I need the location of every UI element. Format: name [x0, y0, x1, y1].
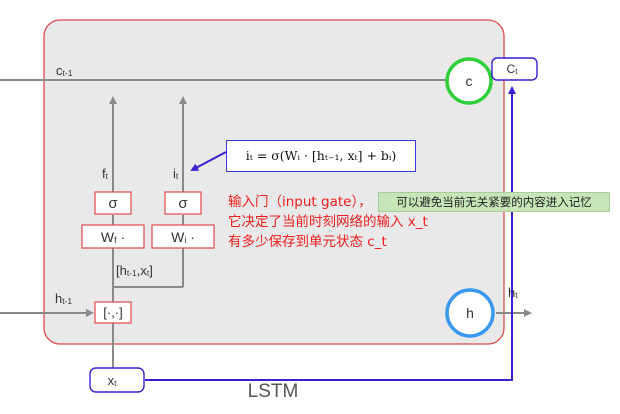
sigma-i-label: σ	[178, 195, 188, 212]
ft-label: ft	[102, 166, 109, 181]
formula-pointer	[190, 151, 227, 171]
annotation-line-1: 输入门（input gate），	[228, 194, 372, 210]
lstm-cell-box	[43, 19, 505, 345]
ct-label: Ct	[507, 62, 519, 76]
concat-text-label: [ht-1,xt]	[116, 263, 153, 278]
ct-box	[491, 57, 538, 81]
c-node	[445, 57, 493, 105]
wi-box	[151, 224, 215, 249]
it-label: it	[173, 166, 179, 181]
wi-label: Wi ·	[171, 229, 195, 245]
wf-label: Wf ·	[101, 229, 125, 245]
sigma-f-label: σ	[108, 195, 118, 212]
wf-box	[81, 224, 145, 249]
green-note: 可以避免当前无关紧要的内容进入记忆	[378, 192, 610, 212]
ht-label: ht	[508, 285, 518, 300]
concat-node-label: [·,·]	[103, 305, 123, 320]
input-gate-formula: iₜ = σ(Wᵢ · [hₜ₋₁, xₜ] + bᵢ)	[226, 140, 416, 172]
annotation-line-3: 有多少保存到单元状态 c_t	[228, 234, 387, 250]
sigma-i-box	[164, 191, 202, 215]
sigma-f-box	[94, 191, 132, 215]
c-prev-label: ct-1	[56, 63, 73, 78]
c-node-label: c	[466, 73, 473, 89]
diagram-title: LSTM	[248, 381, 299, 402]
h-node	[445, 288, 495, 338]
concat-node	[94, 301, 132, 324]
xt-box	[89, 367, 145, 393]
annotation-line-2: 它决定了当前时刻网络的输入 x_t	[228, 214, 428, 230]
h-node-label: h	[466, 305, 474, 321]
xt-label: xt	[108, 373, 118, 388]
h-prev-label: ht-1	[55, 291, 72, 306]
xt-to-ct-path	[145, 86, 516, 381]
